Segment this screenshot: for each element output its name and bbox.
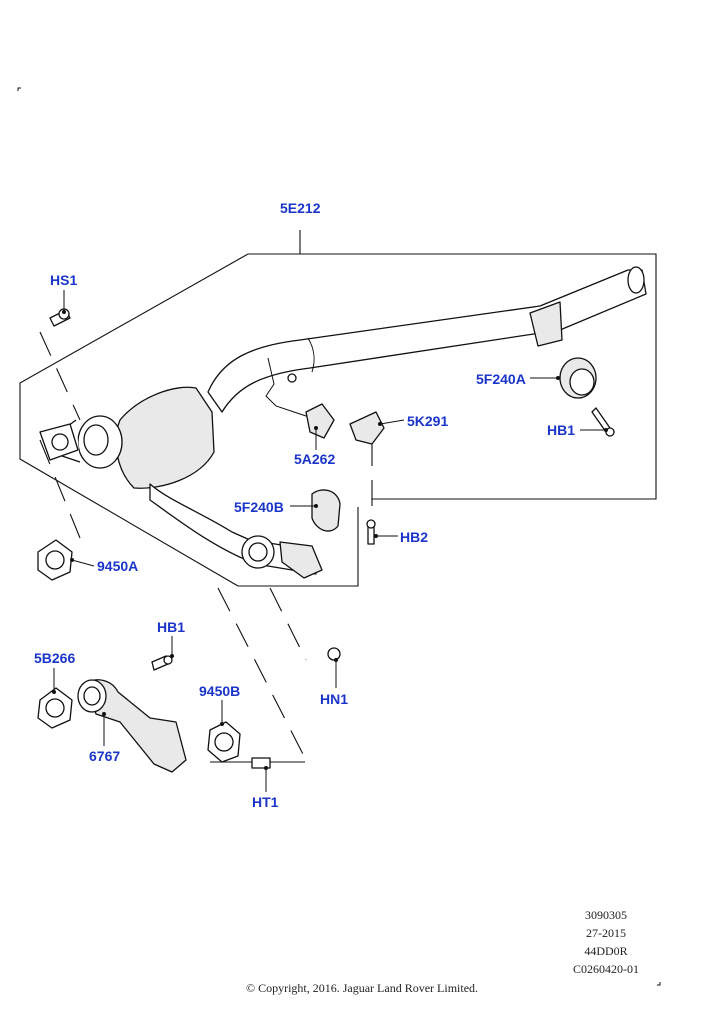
leader-9450a [71,559,95,567]
callout-5f240b[interactable]: 5F240B [234,499,284,515]
insulator-5f240b [311,489,341,532]
stud-ht1 [251,757,271,769]
guide-dashes-lower [217,587,307,761]
callout-hb1-bottom[interactable]: HB1 [157,619,185,635]
pipe-hanger-bracket [529,301,563,347]
callout-5f240a[interactable]: 5F240A [476,371,526,387]
leader-dot-6767 [102,712,106,716]
leader-dot-hs1 [62,310,66,314]
leader-5k291 [379,419,405,425]
nut-hn1 [327,647,341,661]
sensor-plug [287,373,297,383]
front-pipe-flange-inner [248,542,268,562]
callout-6767[interactable]: 6767 [89,748,120,764]
gasket-9450a-hole [45,550,65,570]
callout-hn1[interactable]: HN1 [320,691,348,707]
reference-line-4: C0260420-01 [573,962,639,976]
leader-dot-ht1 [264,766,268,770]
leader-dot-hb1-top [604,428,608,432]
assembly-frame [19,230,657,587]
insulator-5f240a-face [569,368,595,396]
callout-9450a[interactable]: 9450A [97,558,138,574]
front-pipe-end [279,541,323,579]
leader-dot-hn1 [334,658,338,662]
reference-line-1: 3090305 [585,908,627,922]
pipe-joint [307,337,315,373]
reference-line-3: 44DD0R [584,944,628,958]
inlet-flange-hole [51,433,69,451]
copyright-notice: © Copyright, 2016. Jaguar Land Rover Lim… [245,981,479,995]
callout-9450b[interactable]: 9450B [199,683,240,699]
callout-5a262[interactable]: 5A262 [294,451,335,467]
converter-inlet-inner [83,424,109,456]
callout-ht1[interactable]: HT1 [252,794,279,810]
corner-mark-top-left [17,87,21,91]
guide-dashes-left [39,331,81,539]
leader-dot-hb1-bottom [170,654,174,658]
callout-hb2[interactable]: HB2 [400,529,428,545]
gasket-5b266-hole [45,698,65,718]
reference-line-2: 27-2015 [586,926,626,940]
leader-dot-5f240b [314,504,318,508]
pipe-outlet [627,266,645,294]
bolt-hb1-bottom-head [163,655,173,665]
leader-dot-5k291 [378,422,382,426]
leader-dot-9450b [220,722,224,726]
callout-5b266[interactable]: 5B266 [34,650,75,666]
bolt-hb2-head [366,519,376,529]
pipe-6767-flange-inner [83,686,101,706]
sensor-wire [265,357,319,421]
callout-hb1-top[interactable]: HB1 [547,422,575,438]
leader-dot-9450a [70,558,74,562]
diagram-reference-block: 3090305 27-2015 44DD0R C0260420-01 [566,906,646,978]
leader-dot-5a262 [314,426,318,430]
leader-dot-5b266 [52,690,56,694]
bracket-5k291 [349,411,385,445]
callout-5e212[interactable]: 5E212 [280,200,321,216]
callout-hs1[interactable]: HS1 [50,272,77,288]
callout-5k291[interactable]: 5K291 [407,413,448,429]
corner-mark-bottom-right [657,982,661,986]
leader-dot-hb2 [374,534,378,538]
gasket-9450b-hole [214,732,234,752]
catalytic-converter [115,386,215,489]
leader-dot-5f240a [556,376,560,380]
bracket-5a262 [305,403,335,439]
